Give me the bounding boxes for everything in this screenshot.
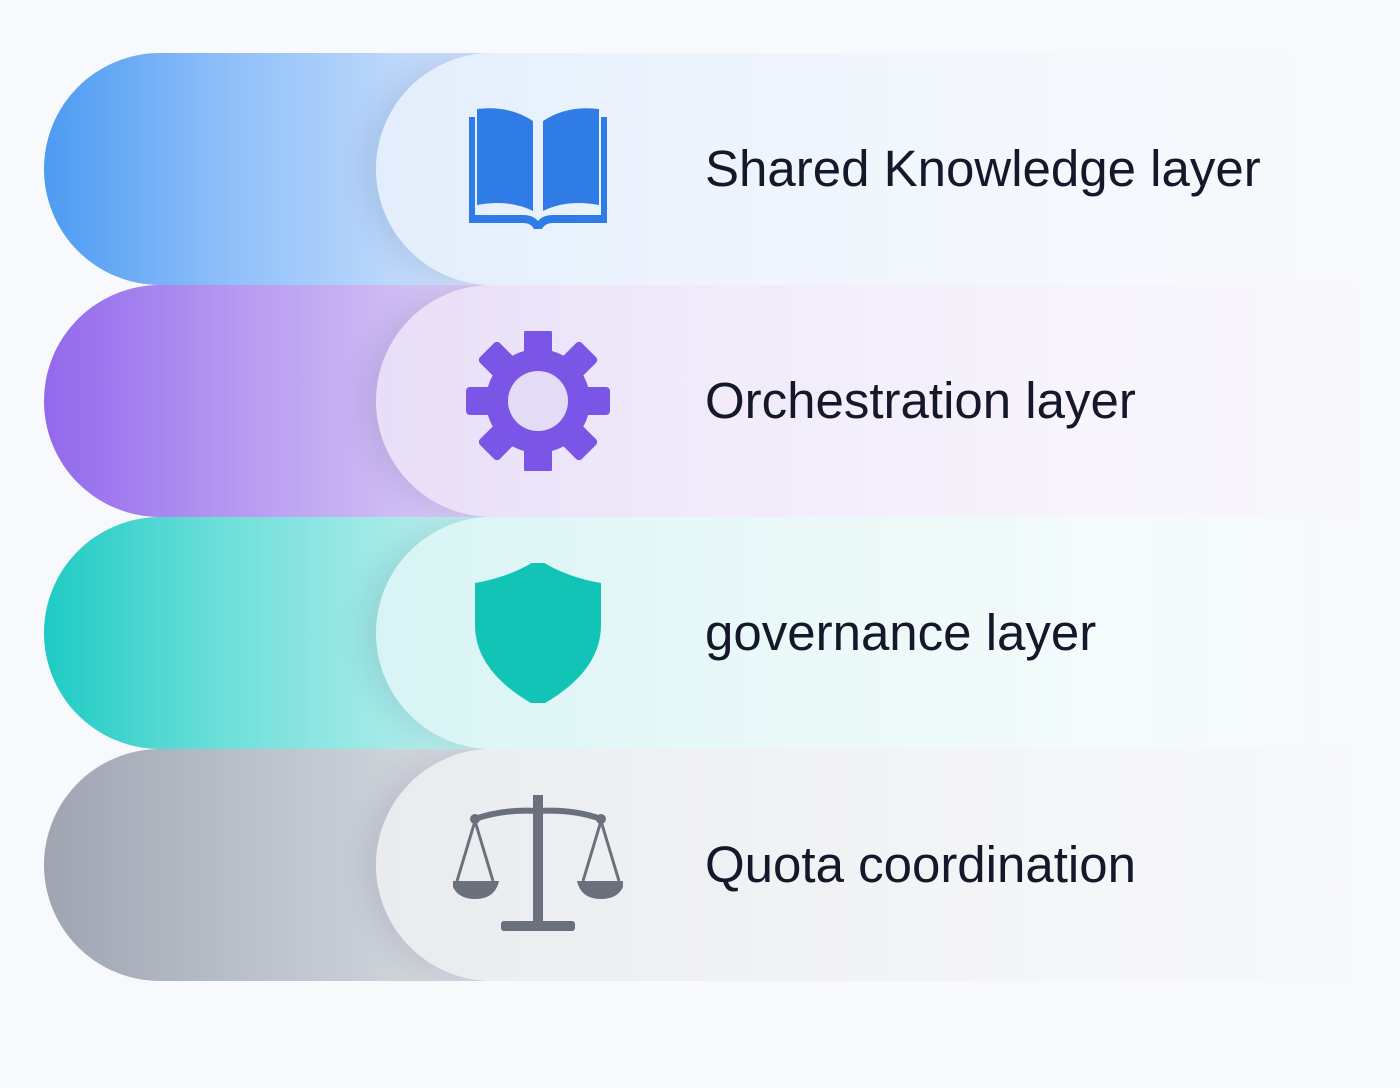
- layer-band-governance: governance layer: [44, 517, 1354, 749]
- book-icon: [453, 99, 623, 239]
- scales-icon: [453, 795, 623, 935]
- shield-icon: [453, 563, 623, 703]
- layer-label: governance layer: [705, 604, 1097, 661]
- layer-band-orchestration: Orchestration layer: [44, 285, 1354, 517]
- layer-band-quota: Quota coordination: [44, 749, 1354, 981]
- gear-icon: [453, 331, 623, 471]
- layer-band-shared-knowledge: Shared Knowledge layer: [44, 53, 1354, 285]
- layer-label: Orchestration layer: [705, 372, 1136, 429]
- layer-label: Shared Knowledge layer: [705, 140, 1261, 197]
- layer-panel: [376, 53, 1354, 285]
- layer-label: Quota coordination: [705, 836, 1136, 893]
